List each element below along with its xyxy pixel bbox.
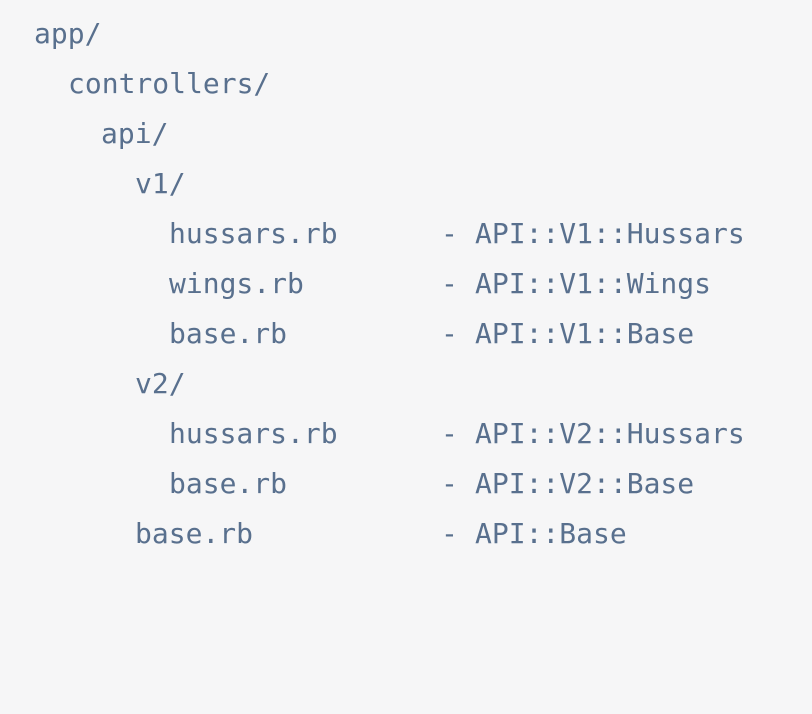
file-name: wings.rb xyxy=(169,267,304,300)
namespace-name: API::V1::Hussars xyxy=(475,217,745,250)
namespace-separator: - xyxy=(441,467,458,500)
code-block: app/ controllers/ api/ v1/ hussars.rb - … xyxy=(34,14,812,564)
tree-line-v1-base: base.rb - API::V1::Base xyxy=(34,314,812,364)
file-name: hussars.rb xyxy=(169,217,338,250)
namespace-separator: - xyxy=(441,317,458,350)
tree-line-api-base: base.rb - API::Base xyxy=(34,514,812,564)
file-name: base.rb xyxy=(169,317,288,350)
namespace-name: API::V1::Base xyxy=(475,317,695,350)
tree-line-v2-base: base.rb - API::V2::Base xyxy=(34,464,812,514)
tree-line-controllers-dir: controllers/ xyxy=(34,64,812,114)
namespace-separator: - xyxy=(441,417,458,450)
file-name: base.rb xyxy=(169,467,288,500)
file-name: hussars.rb xyxy=(169,417,338,450)
file-name: base.rb xyxy=(135,517,254,550)
tree-line-v2-hussars: hussars.rb - API::V2::Hussars xyxy=(34,414,812,464)
directory-name: api/ xyxy=(101,117,169,150)
namespace-separator: - xyxy=(441,217,458,250)
directory-name: controllers/ xyxy=(68,67,271,100)
namespace-name: API::V2::Base xyxy=(475,467,695,500)
tree-line-v1-hussars: hussars.rb - API::V1::Hussars xyxy=(34,214,812,264)
directory-name: v2/ xyxy=(135,367,186,400)
directory-name: v1/ xyxy=(135,167,186,200)
tree-line-v1-wings: wings.rb - API::V1::Wings xyxy=(34,264,812,314)
directory-name: app/ xyxy=(34,17,102,50)
namespace-separator: - xyxy=(441,517,458,550)
namespace-separator: - xyxy=(441,267,458,300)
tree-line-v1-dir: v1/ xyxy=(34,164,812,214)
tree-line-api-dir: api/ xyxy=(34,114,812,164)
namespace-name: API::V1::Wings xyxy=(475,267,712,300)
namespace-name: API::Base xyxy=(475,517,627,550)
namespace-name: API::V2::Hussars xyxy=(475,417,745,450)
tree-line-v2-dir: v2/ xyxy=(34,364,812,414)
tree-line-app-dir: app/ xyxy=(34,14,812,64)
